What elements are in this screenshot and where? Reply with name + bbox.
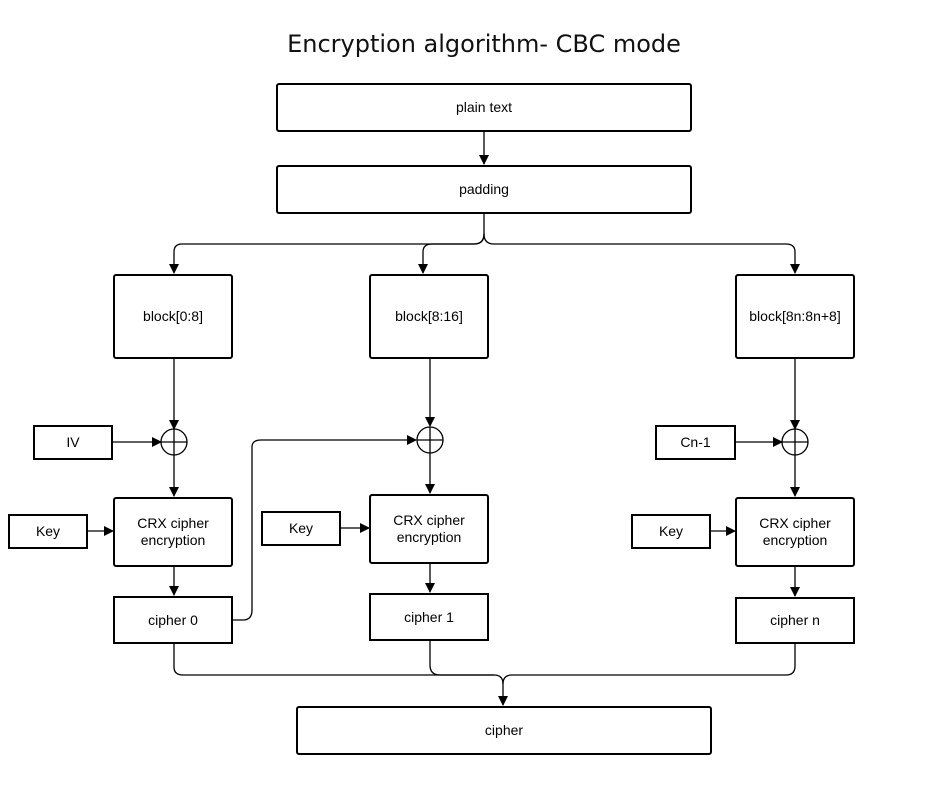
key-box-0: Key bbox=[8, 514, 88, 549]
cipher-n-box: cipher n bbox=[735, 597, 855, 644]
xor-icon bbox=[781, 428, 809, 456]
crx-label-line2: encryption bbox=[762, 532, 828, 548]
diagram-title: Encryption algorithm- CBC mode bbox=[287, 30, 681, 58]
crx-encryption-box-0: CRX cipher encryption bbox=[113, 497, 233, 567]
block-0-box: block[0:8] bbox=[113, 274, 233, 359]
block-n-box: block[8n:8n+8] bbox=[735, 274, 855, 359]
arrow-padding-to-block1 bbox=[418, 233, 485, 274]
iv-box: IV bbox=[33, 425, 113, 460]
key-box-n: Key bbox=[631, 514, 711, 549]
block-1-box: block[8:16] bbox=[369, 274, 489, 359]
crx-label-line1: CRX cipher bbox=[393, 512, 465, 528]
arrow-cipher0-to-xor1 bbox=[233, 435, 417, 621]
crx-label-line1: CRX cipher bbox=[759, 515, 831, 531]
xor-icon bbox=[160, 428, 188, 456]
arrow-ciphern-to-final bbox=[502, 643, 796, 685]
crx-encryption-box-n: CRX cipher encryption bbox=[735, 497, 855, 567]
crx-label-line2: encryption bbox=[396, 529, 462, 545]
cn-1-box: Cn-1 bbox=[655, 425, 736, 460]
crx-label-line1: CRX cipher bbox=[137, 515, 209, 531]
plain-text-box: plain text bbox=[276, 83, 692, 132]
cipher-0-box: cipher 0 bbox=[113, 596, 233, 644]
arrow-cipher1-to-final bbox=[429, 640, 494, 676]
key-box-1: Key bbox=[261, 511, 341, 546]
cipher-1-box: cipher 1 bbox=[369, 593, 489, 641]
crx-encryption-box-1: CRX cipher encryption bbox=[369, 494, 489, 564]
padding-box: padding bbox=[276, 165, 692, 214]
xor-icon bbox=[416, 426, 444, 454]
arrow-padding-to-blockn bbox=[483, 233, 800, 274]
crx-label-line2: encryption bbox=[140, 532, 206, 548]
arrow-cipher0-to-final bbox=[173, 643, 508, 706]
final-cipher-box: cipher bbox=[296, 706, 712, 755]
